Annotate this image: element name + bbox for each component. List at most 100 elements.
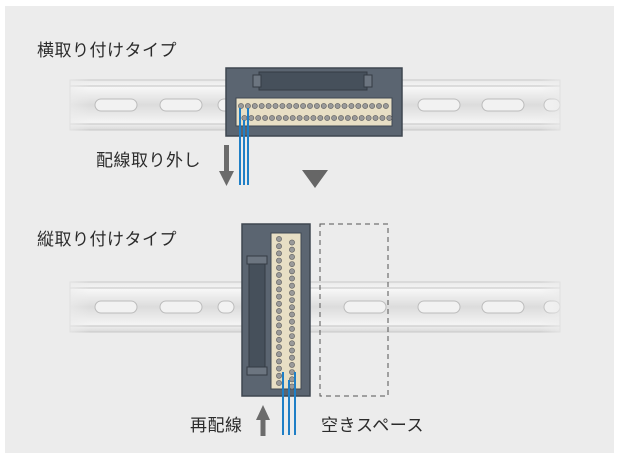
terminal-screw — [276, 279, 282, 286]
terminal-screw — [276, 329, 282, 336]
terminal-screw — [244, 103, 251, 109]
terminal-screw — [241, 115, 248, 121]
terminal-screw — [338, 115, 344, 121]
wires-top — [239, 108, 249, 185]
terminal-screw — [289, 333, 295, 339]
module-horizontal — [225, 67, 403, 137]
terminal-screw — [289, 275, 295, 282]
down-arrow-icon — [219, 145, 234, 186]
terminal-screw — [289, 253, 295, 260]
label-free-space: 空きスペース — [321, 416, 424, 436]
terminal-screw — [279, 103, 286, 109]
terminal-screw — [258, 103, 265, 109]
terminal-screw — [296, 115, 303, 121]
terminal-screw — [289, 340, 295, 347]
up-arrow-icon — [256, 405, 270, 436]
terminal-screw — [365, 115, 372, 121]
terminal-screw — [379, 115, 386, 121]
terminal-screw — [276, 308, 282, 314]
terminal-screw — [327, 103, 334, 109]
terminal-screw — [276, 264, 282, 271]
terminal-screw — [276, 286, 282, 293]
terminal-screw — [382, 103, 389, 109]
terminal-screw — [355, 103, 362, 109]
label-vertical-mount: 縦取り付けタイプ — [37, 230, 177, 250]
terminal-screw — [276, 300, 282, 307]
terminal-screw — [276, 236, 282, 242]
terminal-screw — [331, 115, 337, 121]
terminal-screw — [262, 115, 268, 121]
terminal-screw — [313, 103, 320, 109]
terminal-screw — [238, 103, 244, 109]
terminal-screw — [289, 282, 295, 289]
terminal-screws-horizontal — [238, 103, 393, 121]
terminal-screw — [293, 103, 300, 109]
terminal-screw — [344, 115, 351, 121]
terminal-screw — [289, 115, 296, 121]
terminal-screw — [303, 115, 310, 121]
terminal-screw — [265, 103, 272, 109]
terminal-screw — [376, 103, 382, 109]
wires-bottom — [282, 372, 296, 435]
terminal-screw — [341, 103, 348, 109]
terminal-screw — [276, 365, 282, 372]
label-rewire: 再配線 — [190, 416, 243, 436]
terminal-screw — [289, 376, 295, 383]
terminal-screw — [289, 268, 295, 275]
terminal-screw — [276, 315, 282, 322]
terminal-screw — [276, 293, 282, 300]
terminal-screw — [289, 289, 295, 296]
terminal-screw — [289, 297, 295, 303]
terminal-screw — [372, 115, 379, 121]
terminal-screw — [289, 325, 295, 332]
terminal-screw — [289, 318, 295, 325]
terminal-screw — [348, 103, 355, 109]
terminal-screw — [289, 304, 295, 311]
terminal-screw — [362, 103, 369, 109]
terminal-screw — [289, 369, 295, 375]
din-rail-bottom — [60, 280, 570, 334]
terminal-screw — [255, 115, 262, 121]
terminal-screw — [272, 103, 279, 109]
terminal-screw — [276, 257, 282, 264]
terminal-screw — [289, 354, 295, 361]
terminal-screw — [276, 351, 282, 358]
terminal-screw — [276, 250, 282, 257]
terminal-screw — [276, 243, 282, 250]
terminal-screw — [282, 115, 289, 121]
terminal-screw — [276, 322, 282, 329]
terminal-screw — [269, 115, 275, 121]
terminal-screw — [386, 115, 393, 121]
terminal-screw — [289, 361, 295, 368]
terminal-screw — [289, 383, 295, 390]
rail-slots-bottom — [94, 300, 561, 314]
terminal-screw — [289, 261, 295, 267]
terminal-screw — [276, 344, 282, 350]
terminal-screw — [276, 380, 282, 386]
terminal-screw — [289, 347, 295, 354]
terminal-screw — [289, 311, 295, 318]
terminal-screw — [358, 115, 365, 121]
terminal-screw — [276, 272, 282, 278]
label-horizontal-mount: 横取り付けタイプ — [37, 41, 177, 61]
terminal-screw — [289, 239, 295, 246]
terminal-screw — [248, 115, 255, 121]
terminal-screw — [276, 372, 282, 379]
terminal-screw — [324, 115, 331, 121]
triangle-down-icon — [302, 170, 328, 188]
terminal-screw — [310, 115, 317, 121]
terminal-screw — [276, 358, 282, 365]
terminal-screw — [286, 103, 293, 109]
terminal-screw — [307, 103, 313, 109]
terminal-screw — [275, 115, 282, 121]
label-remove-wiring: 配線取り外し — [96, 151, 201, 171]
terminal-screw — [317, 115, 324, 121]
terminal-screw — [351, 115, 358, 121]
free-space-outline — [319, 223, 389, 397]
terminal-screw — [320, 103, 327, 109]
terminal-screw — [334, 103, 341, 109]
terminal-screw — [300, 103, 306, 109]
module-vertical — [241, 223, 311, 397]
terminal-screw — [369, 103, 375, 109]
